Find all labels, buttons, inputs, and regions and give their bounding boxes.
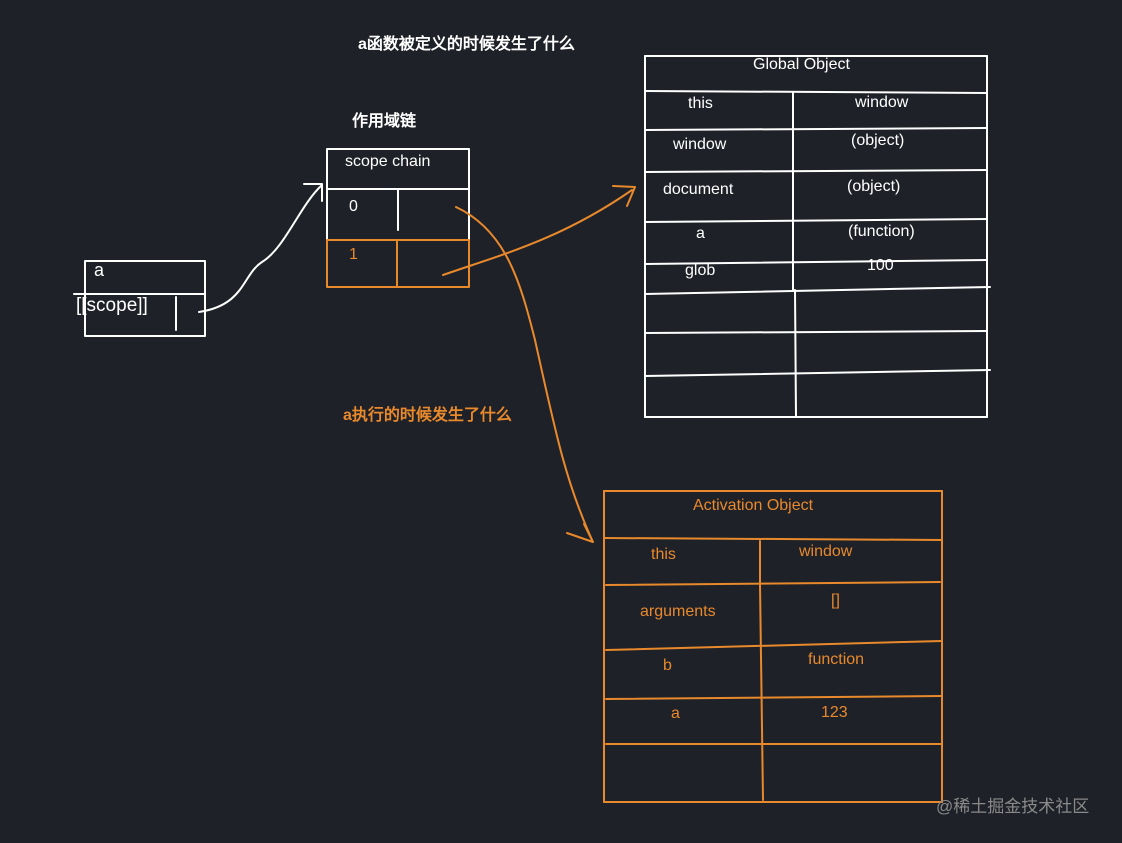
activation-row-1-value: [] bbox=[831, 592, 840, 609]
title-scope-chain-cn: 作用域链 bbox=[352, 113, 417, 130]
global-object-header: Global Object bbox=[753, 56, 850, 73]
global-row-3-key: a bbox=[696, 225, 705, 242]
activation-row-3-value: 123 bbox=[821, 704, 848, 721]
scope-chain-row-0: 0 bbox=[349, 198, 358, 215]
row0-to-activation-arrow bbox=[455, 206, 593, 541]
title-defined: a函数被定义的时候发生了什么 bbox=[358, 36, 575, 53]
title-executed: a执行的时候发生了什么 bbox=[343, 407, 512, 424]
activation-object-header: Activation Object bbox=[693, 497, 814, 514]
activation-row-0-value: window bbox=[799, 543, 853, 560]
row1-to-global-arrow bbox=[442, 189, 633, 276]
function-box-name: a bbox=[94, 260, 105, 280]
global-row-0-key: this bbox=[688, 95, 713, 112]
global-row-3-value: (function) bbox=[848, 223, 915, 240]
watermark: @稀土掘金技术社区 bbox=[936, 797, 1090, 816]
global-row-4-value: 100 bbox=[867, 257, 894, 274]
function-box-frame bbox=[84, 260, 206, 337]
row0-to-activation-arrow-head bbox=[566, 523, 594, 543]
global-row-2-value: (object) bbox=[847, 178, 901, 195]
activation-row-1-key: arguments bbox=[640, 603, 716, 620]
scope-chain-header: scope chain bbox=[345, 153, 431, 170]
row1-to-global-arrow-head bbox=[612, 185, 636, 207]
global-row-1-key: window bbox=[673, 136, 727, 153]
global-row-0-value: window bbox=[855, 94, 909, 111]
activation-row-0-key: this bbox=[651, 546, 676, 563]
activation-row-3-key: a bbox=[671, 705, 680, 722]
activation-row-2-value: function bbox=[808, 651, 865, 668]
function-box-scope-label: [[scope]] bbox=[76, 295, 148, 316]
scope-arrow-head bbox=[303, 183, 323, 202]
scope-chain-row-1: 1 bbox=[349, 246, 358, 263]
global-row-1-value: (object) bbox=[851, 132, 905, 149]
scope-arrow bbox=[198, 184, 323, 313]
global-row-2-key: document bbox=[663, 181, 734, 198]
global-row-4-key: glob bbox=[685, 262, 716, 279]
activation-row-2-key: b bbox=[663, 657, 672, 674]
